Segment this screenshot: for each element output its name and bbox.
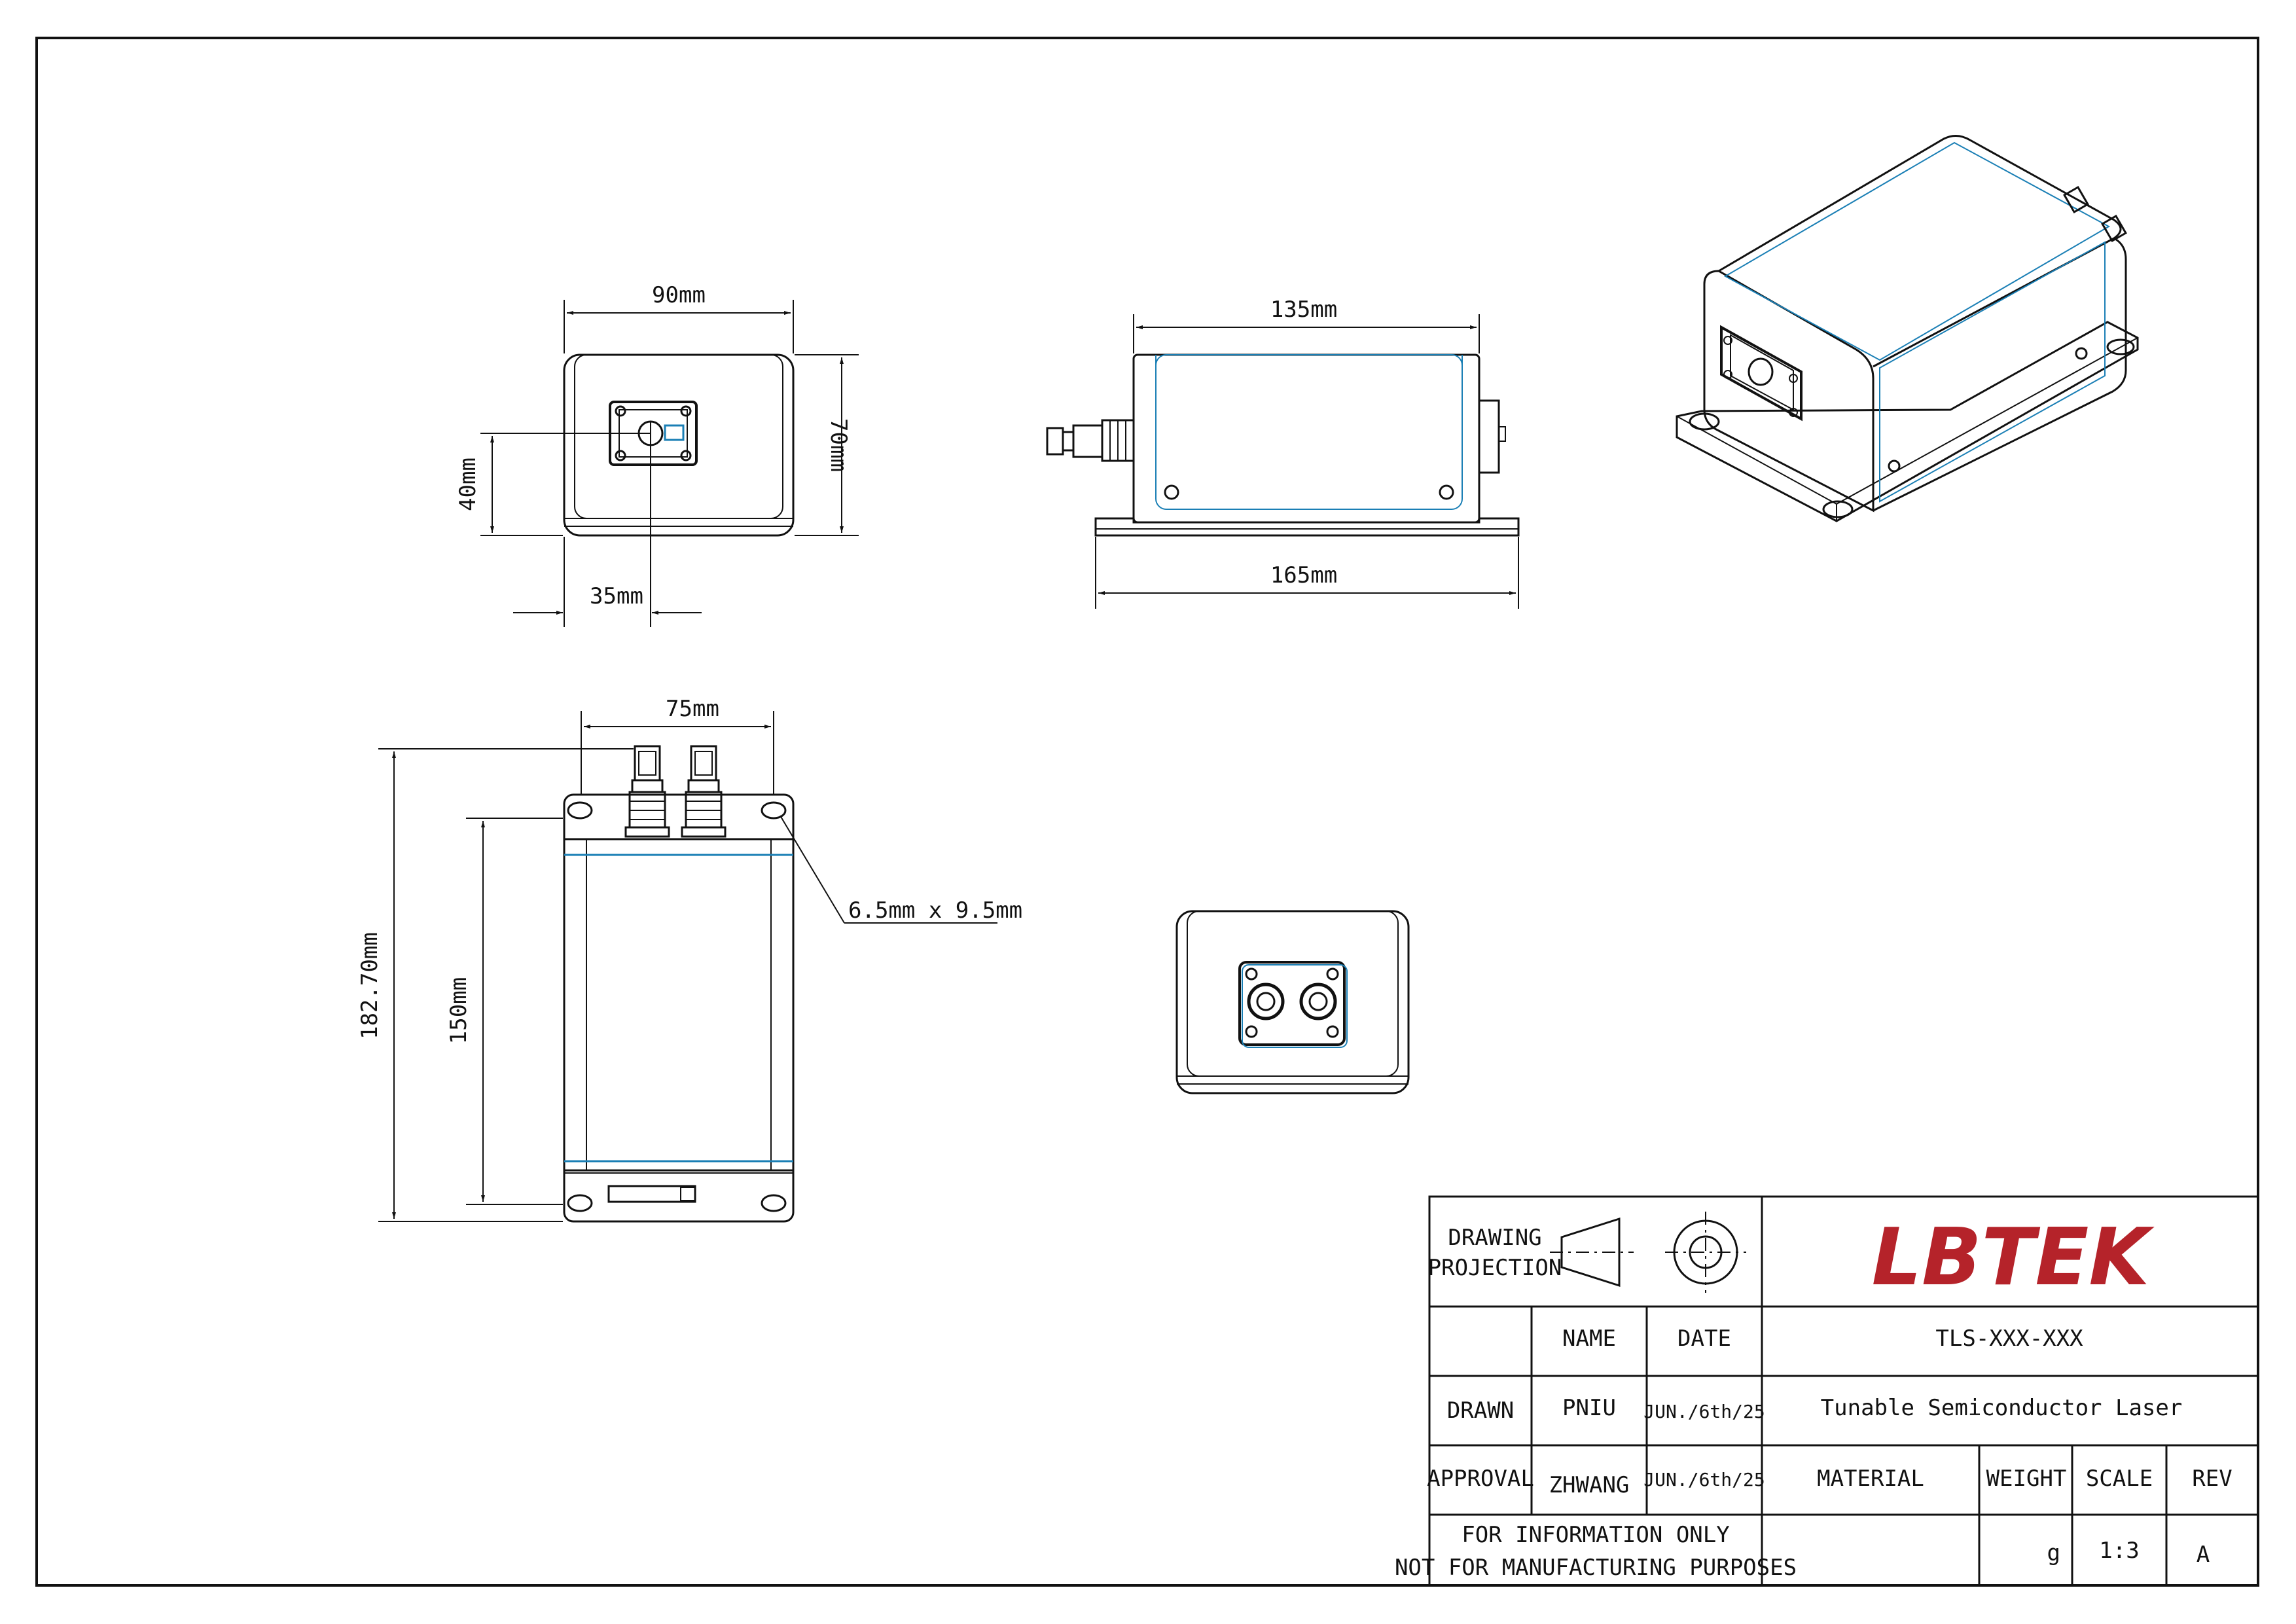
mounting-slot-icon xyxy=(761,1194,787,1212)
top-view: 75mm 182.70mm 150mm 6.5mm x 9.5mm xyxy=(357,696,1022,1223)
side-view: 135mm 165mm xyxy=(1046,297,1520,609)
fiber-connector-left-icon xyxy=(624,745,670,838)
approval-date: JUN./6th/25 xyxy=(1643,1469,1765,1490)
mounting-slot-icon xyxy=(1822,500,1854,518)
iso-fiber-port xyxy=(1720,325,1803,422)
screw-icon xyxy=(680,405,692,417)
screw-icon xyxy=(2075,347,2088,360)
approval-name: ZHWANG xyxy=(1549,1472,1630,1498)
name-column-header: NAME xyxy=(1562,1326,1616,1352)
body-length-dimension: 150mm xyxy=(446,977,472,1044)
screw-icon xyxy=(1245,967,1258,981)
scale-label: SCALE xyxy=(2086,1466,2153,1492)
projection-label-line1: DRAWING xyxy=(1448,1225,1541,1251)
fc-port-icon xyxy=(1299,983,1337,1020)
screw-icon xyxy=(1326,1025,1339,1038)
iso-top-face xyxy=(1718,135,2122,368)
screw-icon xyxy=(615,405,626,417)
drawn-name: PNIU xyxy=(1562,1395,1616,1421)
iso-side-face xyxy=(1873,237,2127,512)
front-height-dimension: 70mm xyxy=(825,418,852,472)
screw-icon xyxy=(680,450,692,461)
connector-plate xyxy=(1238,961,1348,1048)
disclaimer-line2: NOT FOR MANUFACTURING PURPOSES xyxy=(1395,1555,1797,1581)
mounting-slot-icon xyxy=(761,801,787,820)
product-description: Tunable Semiconductor Laser xyxy=(1821,1395,2183,1421)
approval-label: APPROVAL xyxy=(1427,1466,1534,1492)
top-view-body xyxy=(563,838,795,1172)
side-view-body xyxy=(1132,353,1480,524)
screw-icon xyxy=(1245,1025,1258,1038)
projection-label-line2: PROJECTION xyxy=(1428,1255,1562,1281)
iso-front-face xyxy=(1703,270,1874,513)
weight-label: WEIGHT xyxy=(1986,1466,2067,1492)
top-view-base xyxy=(563,793,795,1223)
drawn-date: JUN./6th/25 xyxy=(1643,1401,1765,1422)
front-view-outer-body xyxy=(563,353,795,537)
screw-icon xyxy=(615,450,626,461)
screw-icon xyxy=(1164,484,1179,500)
iso-connectors xyxy=(2063,185,2127,243)
port-offset-dimension: 35mm xyxy=(590,583,643,609)
slot-size-callout: 6.5mm x 9.5mm xyxy=(848,897,1022,924)
side-view-base-flange xyxy=(1094,517,1520,537)
drawn-label: DRAWN xyxy=(1447,1398,1514,1424)
fc-port-icon xyxy=(1247,983,1285,1020)
company-logo: LBTEK xyxy=(1872,1212,2155,1303)
mounting-slot-icon xyxy=(567,1194,593,1212)
rear-connector-icon xyxy=(1478,399,1506,474)
title-block: DRAWING PROJECTION LBTEK NAME DATE TLS-X… xyxy=(1395,1195,2259,1587)
part-number: TLS-XXX-XXX xyxy=(1935,1326,2083,1352)
material-label: MATERIAL xyxy=(1817,1466,1924,1492)
side-base-length-dimension: 165mm xyxy=(1270,562,1337,588)
total-length-dimension: 182.70mm xyxy=(357,932,383,1039)
rear-view xyxy=(1175,910,1410,1094)
rev-label: REV xyxy=(2192,1466,2232,1492)
isometric-view xyxy=(1676,135,2139,522)
date-column-header: DATE xyxy=(1677,1326,1731,1352)
screw-icon xyxy=(1326,967,1339,981)
projection-symbol-icon xyxy=(1550,1212,1746,1293)
connector-spacing-dimension: 75mm xyxy=(666,696,719,722)
side-view-label-panel xyxy=(1155,354,1463,510)
fiber-connector-right-icon xyxy=(681,745,726,838)
front-view-inner-body xyxy=(574,354,783,519)
rear-view-body xyxy=(1175,910,1410,1094)
port-height-dimension: 40mm xyxy=(455,458,481,511)
front-width-dimension: 90mm xyxy=(652,282,706,308)
disclaimer-line1: FOR INFORMATION ONLY xyxy=(1462,1522,1729,1548)
mounting-slot-icon xyxy=(567,801,593,820)
weight-value: g xyxy=(2047,1540,2060,1566)
mounting-slot-icon xyxy=(2106,338,2135,355)
side-body-length-dimension: 135mm xyxy=(1270,297,1337,323)
sma-connector-icon xyxy=(1046,419,1135,462)
sheet-border xyxy=(35,37,2259,1587)
scale-value: 1:3 xyxy=(2099,1538,2139,1564)
rev-value: A xyxy=(2197,1542,2210,1568)
screw-icon xyxy=(1888,460,1901,473)
front-view: 90mm 70mm 40mm 35mm xyxy=(455,282,859,627)
screw-icon xyxy=(1439,484,1454,500)
